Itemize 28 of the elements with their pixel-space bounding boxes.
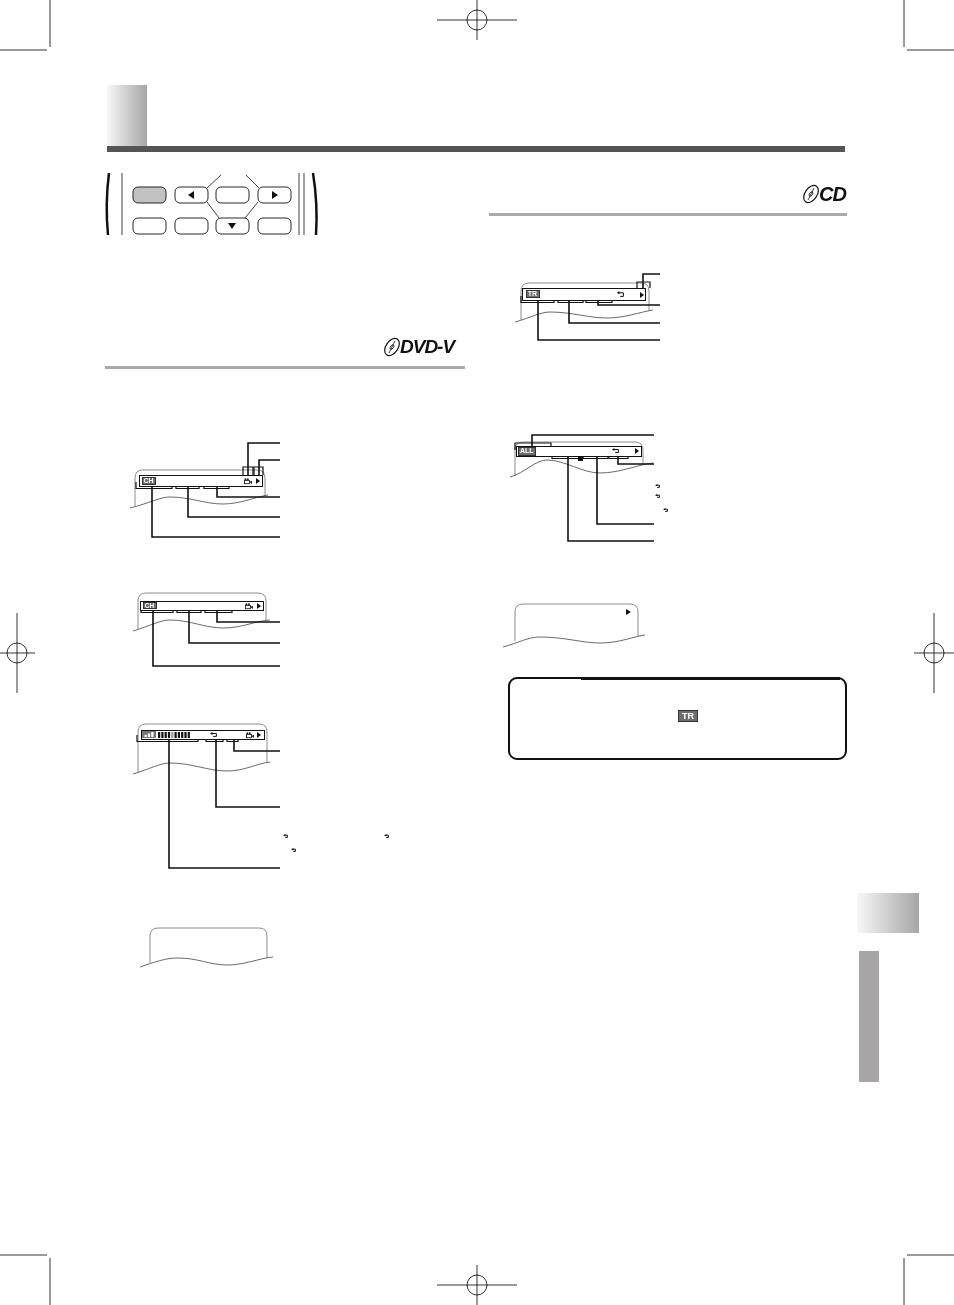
display-bar xyxy=(522,288,646,301)
leader-line xyxy=(531,434,655,447)
display-bar xyxy=(141,730,265,740)
leader-line xyxy=(596,456,655,525)
leader-line xyxy=(151,486,281,538)
disc-format-label: CD xyxy=(819,182,848,207)
note-box xyxy=(508,677,847,760)
leader-line xyxy=(188,610,281,644)
leader-line xyxy=(597,300,661,306)
display-bar xyxy=(139,475,263,487)
leader-line xyxy=(215,739,281,808)
leader-line xyxy=(568,300,661,324)
leader-line xyxy=(247,442,281,476)
leader-line xyxy=(216,610,281,623)
leader-line xyxy=(537,300,661,341)
display-bar xyxy=(140,601,264,611)
leader-line xyxy=(642,273,661,289)
leader-line xyxy=(216,486,281,498)
display-bar xyxy=(516,446,642,457)
leader-line xyxy=(617,456,655,465)
leader-line xyxy=(187,486,281,518)
leader-line xyxy=(152,610,281,667)
disc-format-label: DVD-V xyxy=(400,335,457,359)
leader-line xyxy=(258,459,281,476)
leader-line xyxy=(233,739,281,752)
leader-line xyxy=(168,739,281,869)
leader-line xyxy=(567,456,655,542)
indicator-label: TR xyxy=(678,710,698,722)
